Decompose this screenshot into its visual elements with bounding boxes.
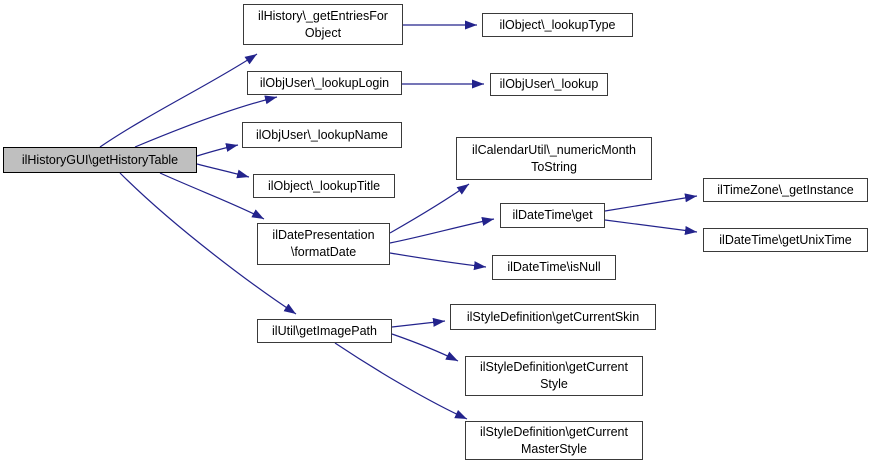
edge-image-path-to-master-style <box>334 342 468 420</box>
edge-datetime-get-to-timezone <box>604 193 698 212</box>
edge-main-to-lookup-name <box>196 143 239 157</box>
edge-image-path-to-current-style <box>391 333 459 362</box>
graph-node-lookup[interactable]: ilObjUser\_lookup <box>490 73 608 96</box>
graph-node-getCurrentMasterStyle[interactable]: ilStyleDefinition\getCurrent MasterStyle <box>465 421 643 460</box>
graph-node-getCurrentStyle[interactable]: ilStyleDefinition\getCurrent Style <box>465 356 643 396</box>
graph-node-lookupTitle[interactable]: ilObject\_lookupTitle <box>253 174 395 198</box>
edge-datetime-get-to-unix-time <box>604 219 698 235</box>
graph-node-numericMonthToString[interactable]: ilCalendarUtil\_numericMonth ToString <box>456 137 652 180</box>
edge-main-to-get-entries <box>99 53 258 148</box>
graph-node-main-getHistoryTable: ilHistoryGUI\getHistoryTable <box>3 147 197 173</box>
graph-node-lookupName[interactable]: ilObjUser\_lookupName <box>242 122 402 148</box>
graph-node-getImagePath[interactable]: ilUtil\getImagePath <box>257 319 392 343</box>
edge-main-to-lookup-login <box>134 95 278 148</box>
edge-format-date-to-datetime-get <box>389 217 495 244</box>
graph-node-dateTimeGet[interactable]: ilDateTime\get <box>500 203 605 228</box>
graph-node-getEntriesForObject[interactable]: ilHistory\_getEntriesFor Object <box>243 4 403 45</box>
edge-main-to-lookup-title <box>196 163 250 179</box>
graph-node-isNull[interactable]: ilDateTime\isNull <box>492 255 616 280</box>
graph-node-lookupType[interactable]: ilObject\_lookupType <box>482 13 633 37</box>
graph-node-formatDate[interactable]: ilDatePresentation \formatDate <box>257 223 390 265</box>
graph-node-lookupLogin[interactable]: ilObjUser\_lookupLogin <box>247 71 402 95</box>
graph-node-getUnixTime[interactable]: ilDateTime\getUnixTime <box>703 228 868 252</box>
graph-node-timeZoneGetInstance[interactable]: ilTimeZone\_getInstance <box>703 178 868 202</box>
edge-format-date-to-is-null <box>389 252 487 271</box>
edge-image-path-to-current-skin <box>391 317 446 328</box>
edge-format-date-to-numeric-month <box>389 183 470 234</box>
graph-node-getCurrentSkin[interactable]: ilStyleDefinition\getCurrentSkin <box>450 304 656 330</box>
edge-main-to-format-date <box>159 172 265 220</box>
edge-main-to-image-path <box>119 172 297 315</box>
